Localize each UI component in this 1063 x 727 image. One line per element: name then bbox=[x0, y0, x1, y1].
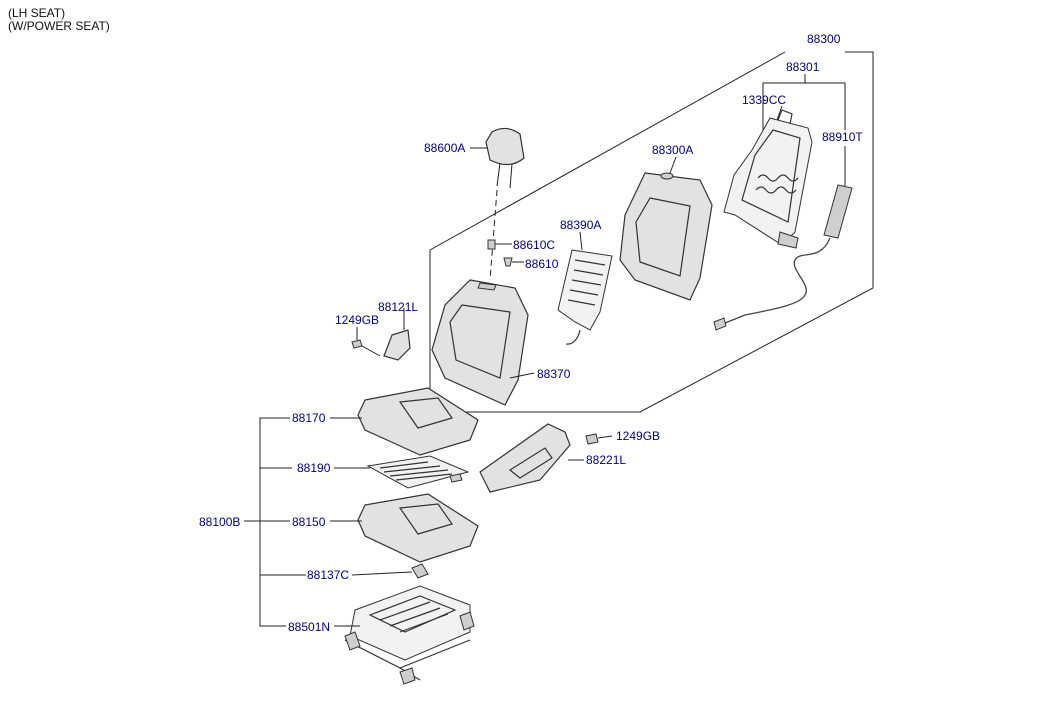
headrest-guides bbox=[487, 239, 524, 267]
label-88150[interactable]: 88150 bbox=[292, 515, 326, 529]
airbag-module bbox=[713, 184, 853, 331]
leader-88390a bbox=[579, 231, 583, 251]
headrest bbox=[485, 127, 525, 281]
cushion-clip bbox=[411, 563, 429, 579]
cushion-cover bbox=[357, 387, 479, 456]
group-outline-88300 bbox=[429, 51, 874, 413]
label-88170[interactable]: 88170 bbox=[292, 411, 326, 425]
label-88190[interactable]: 88190 bbox=[297, 461, 331, 475]
bracket-88301 bbox=[762, 82, 846, 130]
label-88300[interactable]: 88300 bbox=[807, 32, 841, 46]
label-88100b[interactable]: 88100B bbox=[199, 515, 240, 529]
label-88610c[interactable]: 88610C bbox=[513, 238, 555, 252]
leader-88300a bbox=[669, 156, 677, 174]
leader-88370 bbox=[509, 372, 535, 379]
bracket-88100b bbox=[259, 417, 290, 627]
label-1249gb-b[interactable]: 1249GB bbox=[616, 429, 660, 443]
label-88910t[interactable]: 88910T bbox=[822, 130, 863, 144]
label-88121l[interactable]: 88121L bbox=[378, 300, 418, 314]
cushion-pad bbox=[357, 493, 479, 563]
header-power-seat: (W/POWER SEAT) bbox=[8, 19, 110, 33]
seatback-frame bbox=[723, 109, 813, 249]
seatback-cover bbox=[619, 172, 713, 301]
label-1339cc[interactable]: 1339CC bbox=[742, 93, 786, 107]
label-1249gb-a[interactable]: 1249GB bbox=[335, 313, 379, 327]
label-88370[interactable]: 88370 bbox=[537, 367, 571, 381]
heater-mat bbox=[366, 455, 470, 489]
side-shield bbox=[479, 423, 613, 493]
label-88301[interactable]: 88301 bbox=[786, 60, 820, 74]
label-88390a[interactable]: 88390A bbox=[560, 218, 601, 232]
label-88221l[interactable]: 88221L bbox=[586, 453, 626, 467]
label-88600a[interactable]: 88600A bbox=[424, 141, 465, 155]
label-88610[interactable]: 88610 bbox=[525, 257, 559, 271]
label-88300a[interactable]: 88300A bbox=[652, 143, 693, 157]
recliner-cover bbox=[351, 308, 411, 361]
label-88137c[interactable]: 88137C bbox=[307, 568, 349, 582]
seat-track bbox=[344, 585, 475, 685]
label-88501n[interactable]: 88501N bbox=[288, 620, 330, 634]
seatback-main bbox=[431, 279, 529, 406]
lumbar-pad bbox=[557, 249, 613, 345]
leader-88137c bbox=[351, 571, 413, 576]
header-lh-seat: (LH SEAT) bbox=[8, 6, 66, 20]
